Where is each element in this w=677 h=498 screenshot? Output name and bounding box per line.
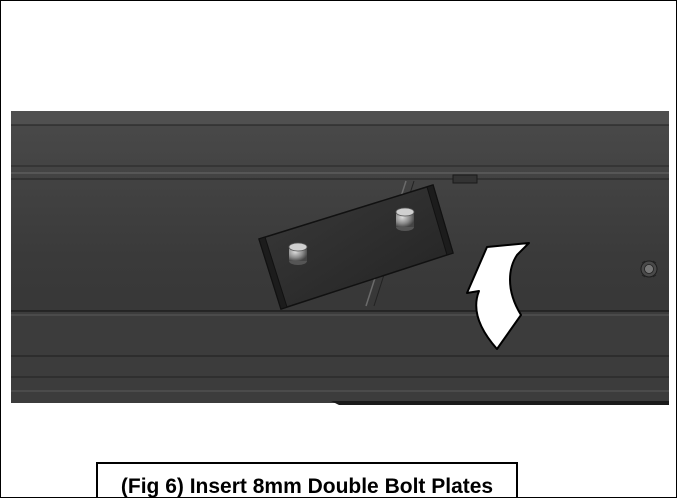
figure-caption: (Fig 6) Insert 8mm Double Bolt Plates [96,462,518,497]
curved-arrow-icon [466,242,530,350]
bolt [395,207,415,231]
aluminium-rail [11,111,669,405]
bolt [288,242,308,265]
knob-icon [640,260,658,278]
double-bolt-plate [258,184,454,310]
